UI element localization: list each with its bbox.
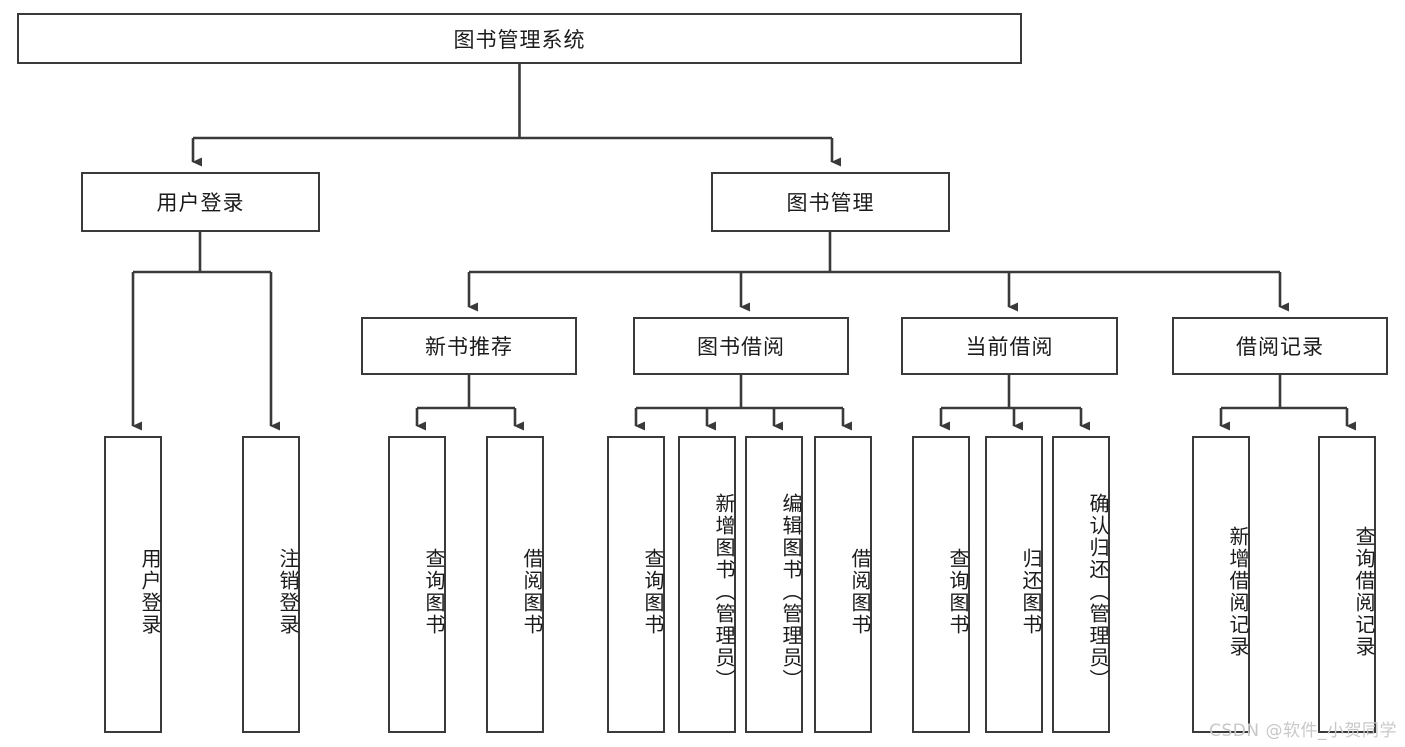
node-current-borrow[interactable]: 当前借阅 — [901, 317, 1118, 375]
leaf-logout-label: 注销登录 — [276, 547, 300, 636]
node-user-login-label: 用户登录 — [156, 191, 245, 215]
leaf-query-book-borrow[interactable]: 查询图书 — [607, 436, 665, 733]
leaf-user-login[interactable]: 用户登录 — [104, 436, 162, 733]
leaf-user-login-label: 用户登录 — [138, 547, 162, 636]
leaf-query-book-borrow-label: 查询图书 — [641, 547, 665, 636]
node-borrow-record-label: 借阅记录 — [1236, 335, 1324, 359]
leaf-return-book[interactable]: 归还图书 — [985, 436, 1043, 733]
leaf-edit-book[interactable]: 编辑图书（管理员） — [745, 436, 803, 733]
leaf-edit-book-label: 编辑图书（管理员） — [779, 492, 803, 691]
leaf-add-record[interactable]: 新增借阅记录 — [1192, 436, 1250, 733]
leaf-borrow-book-recommend[interactable]: 借阅图书 — [486, 436, 544, 733]
node-root[interactable]: 图书管理系统 — [17, 13, 1022, 64]
leaf-return-book-label: 归还图书 — [1019, 547, 1043, 636]
node-new-book-recommend[interactable]: 新书推荐 — [361, 317, 577, 375]
node-borrow-record[interactable]: 借阅记录 — [1172, 317, 1388, 375]
leaf-query-book-current-label: 查询图书 — [946, 547, 970, 636]
node-root-label: 图书管理系统 — [453, 27, 586, 52]
leaf-query-book-current[interactable]: 查询图书 — [912, 436, 970, 733]
node-new-book-recommend-label: 新书推荐 — [425, 335, 513, 359]
leaf-query-record-label: 查询借阅记录 — [1352, 525, 1376, 658]
leaf-borrow-book-label: 借阅图书 — [848, 547, 872, 636]
leaf-add-record-label: 新增借阅记录 — [1226, 525, 1250, 658]
leaf-confirm-return[interactable]: 确认归还（管理员） — [1052, 436, 1110, 733]
node-book-manage-label: 图书管理 — [786, 191, 875, 215]
node-book-manage[interactable]: 图书管理 — [711, 172, 950, 232]
leaf-logout[interactable]: 注销登录 — [242, 436, 300, 733]
leaf-query-record[interactable]: 查询借阅记录 — [1318, 436, 1376, 733]
node-book-borrow[interactable]: 图书借阅 — [633, 317, 849, 375]
leaf-borrow-book-recommend-label: 借阅图书 — [520, 547, 544, 636]
leaf-borrow-book[interactable]: 借阅图书 — [814, 436, 872, 733]
leaf-query-book-recommend[interactable]: 查询图书 — [388, 436, 446, 733]
node-book-borrow-label: 图书借阅 — [697, 335, 785, 359]
leaf-query-book-recommend-label: 查询图书 — [422, 547, 446, 636]
leaf-confirm-return-label: 确认归还（管理员） — [1086, 492, 1110, 691]
node-user-login[interactable]: 用户登录 — [81, 172, 320, 232]
node-current-borrow-label: 当前借阅 — [965, 335, 1054, 359]
leaf-add-book-label: 新增图书（管理员） — [712, 492, 736, 691]
csdn-watermark: CSDN @软件_小贺同学 — [1209, 721, 1397, 741]
leaf-add-book[interactable]: 新增图书（管理员） — [678, 436, 736, 733]
